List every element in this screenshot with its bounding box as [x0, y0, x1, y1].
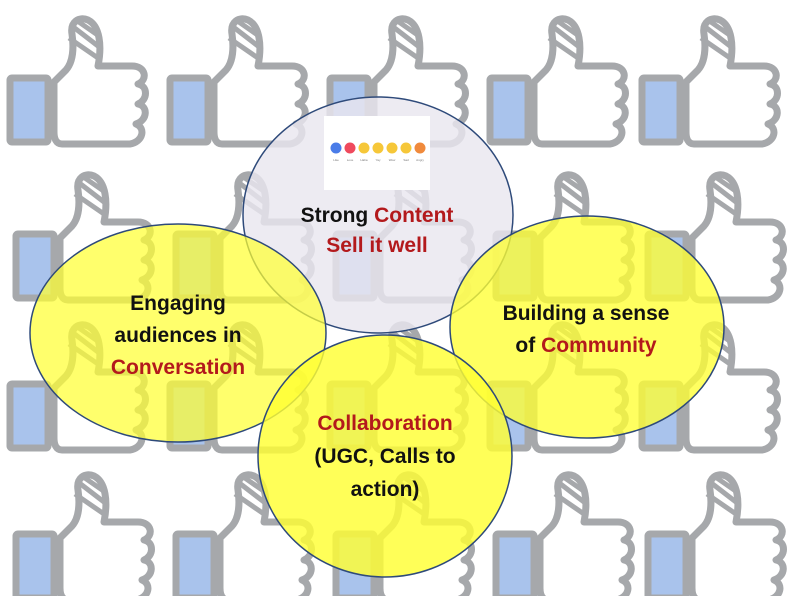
- label-segment: Sell it well: [326, 234, 428, 257]
- label-segment: Building a sense: [503, 302, 670, 325]
- bubble-conversation: [29, 223, 327, 443]
- label-community: Building a sense of Community: [503, 302, 670, 357]
- reaction-label: Love: [347, 158, 354, 162]
- label-segment: Collaboration: [317, 412, 452, 435]
- reaction-label: Angry: [416, 158, 424, 162]
- thumbs-up-bandaged-icon: [16, 475, 152, 596]
- haha-icon: [358, 142, 370, 154]
- thumbs-up-bandaged-icon: [10, 19, 146, 144]
- label-segment: action): [351, 478, 420, 501]
- label-segment: Community: [541, 334, 657, 357]
- yay-icon: [372, 142, 384, 154]
- sad-icon: [400, 142, 412, 154]
- thumbs-up-bandaged-icon: [490, 19, 626, 144]
- label-segment: (UGC, Calls to: [314, 445, 455, 468]
- reactions-image: Like Love Haha Yay Wow Sad Angry: [324, 116, 430, 190]
- label-segment: of: [515, 334, 541, 357]
- thumbs-up-bandaged-icon: [642, 19, 778, 144]
- bubble-community: [449, 215, 725, 439]
- label-segment: Conversation: [111, 356, 245, 379]
- thumbs-up-bandaged-icon: [170, 19, 306, 144]
- angry-icon: [414, 142, 426, 154]
- thumbs-up-bandaged-icon: [648, 475, 784, 596]
- reaction-label: Yay: [376, 158, 381, 162]
- label-segment: Strong: [301, 204, 375, 227]
- reaction-label: Haha: [360, 158, 368, 162]
- bubble-content: [242, 96, 514, 334]
- thumbs-up-bandaged-icon: [496, 475, 632, 596]
- label-segment: Engaging: [130, 292, 226, 315]
- reaction-label: Like: [333, 158, 339, 162]
- label-conversation: Engaging audiences in Conversation: [111, 292, 245, 379]
- wow-icon: [386, 142, 398, 154]
- label-segment: audiences in: [114, 324, 241, 347]
- love-icon: [344, 142, 356, 154]
- reaction-label: Sad: [403, 158, 409, 162]
- label-collaboration: Collaboration (UGC, Calls to action): [314, 412, 455, 501]
- label-segment: Content: [374, 204, 453, 227]
- bubble-collaboration: [257, 334, 513, 578]
- reaction-label: Wow: [389, 158, 396, 162]
- like-icon: [330, 142, 342, 154]
